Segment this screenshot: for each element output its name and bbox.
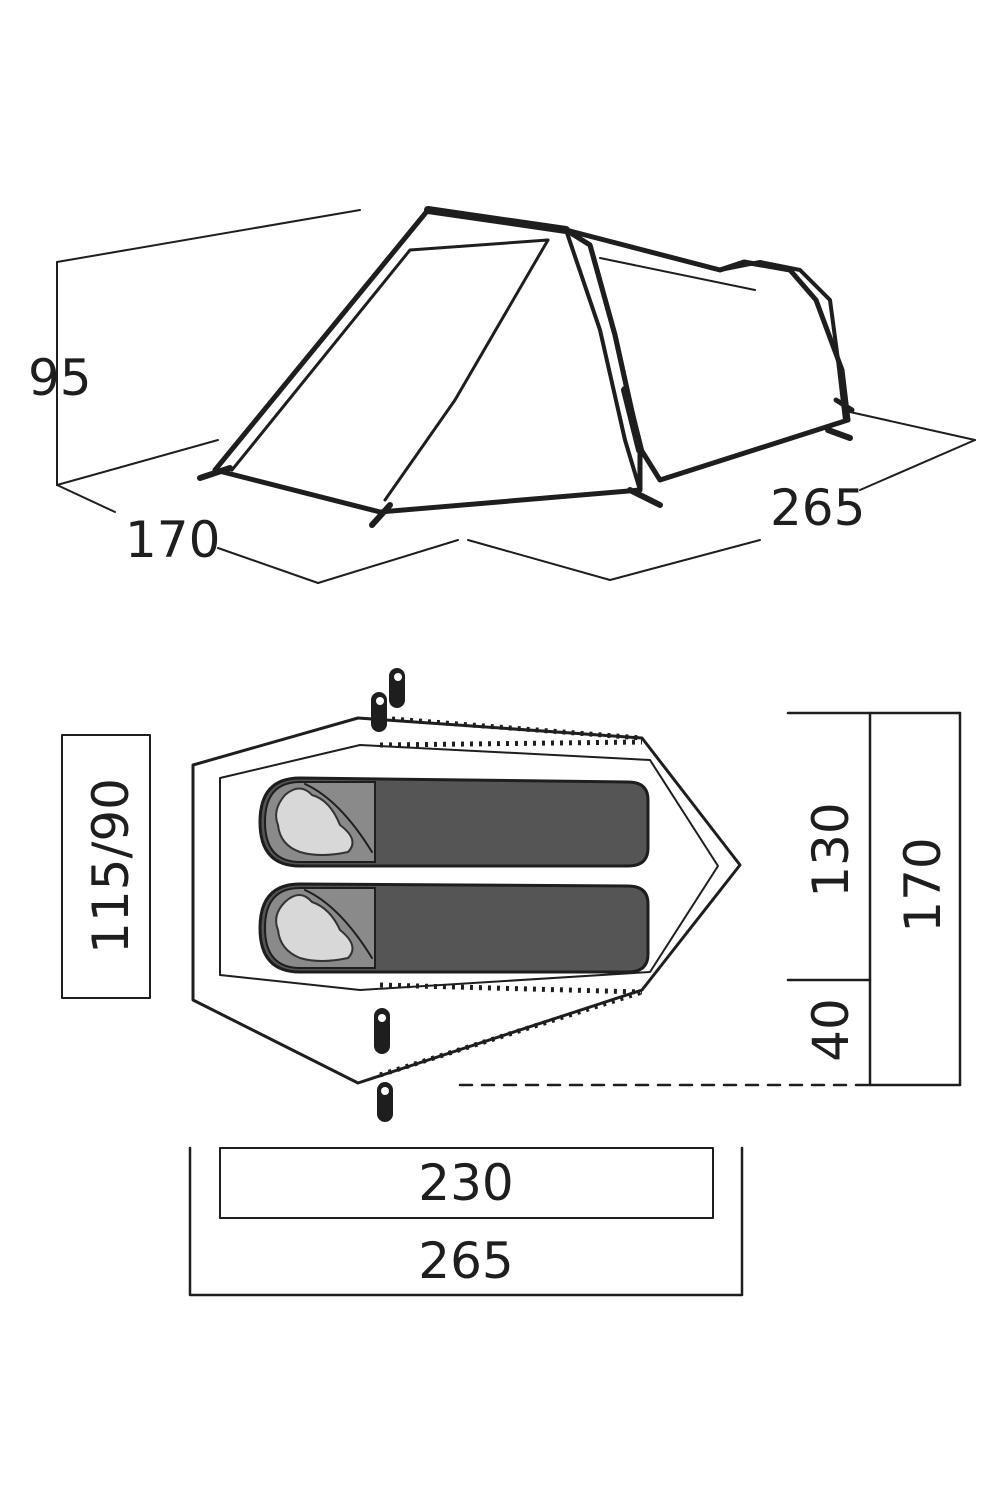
- tent-peg-mid: [627, 487, 663, 508]
- tent-front-panel-edge: [230, 238, 550, 472]
- elevation-view: 95 170 265: [28, 206, 976, 584]
- tent-door-seam: [383, 238, 550, 502]
- zipper-top-outer: [391, 716, 643, 741]
- zipper-lines: [379, 716, 643, 1078]
- tent-front-pole: [564, 228, 642, 492]
- length-guide-top: [849, 411, 976, 441]
- zipper-bottom-outer: [379, 989, 643, 1078]
- peg-bottom-outer: [377, 1082, 393, 1122]
- zipper-bottom-inner: [379, 982, 643, 995]
- tent-rear-tunnel: [563, 227, 851, 483]
- sleeping-bag-bottom-face: [275, 894, 354, 962]
- tent-rear-pole: [718, 260, 847, 422]
- total-length-label: 265: [418, 1232, 513, 1290]
- sleeping-bag-bottom-flap: [304, 889, 373, 959]
- peg-top-inner-hole: [376, 697, 384, 705]
- tent-peg-rear: [825, 427, 853, 441]
- zipper-top-inner: [379, 739, 643, 748]
- height-base-guide: [56, 439, 219, 486]
- tent-pole-sleeve: [621, 386, 644, 454]
- tent-guy-rear: [833, 397, 855, 413]
- flysheet-outline: [191, 716, 742, 1085]
- total-width-label: 170: [894, 837, 952, 932]
- peg-top-outer-hole: [394, 673, 402, 681]
- length-guide-right: [859, 439, 976, 491]
- length-guide-left: [467, 539, 611, 581]
- elevation-height-label: 95: [28, 349, 92, 407]
- elevation-depth-label: 170: [125, 511, 220, 569]
- floor-plan-view: 115/90: [61, 668, 962, 1297]
- tent-peg-front-left: [197, 465, 233, 481]
- tent-illustration: [197, 206, 855, 528]
- sleeping-bag-top-flap: [304, 783, 373, 853]
- peg-bottom-outer-hole: [381, 1087, 389, 1095]
- peg-bottom-inner-hole: [378, 1014, 386, 1022]
- sleeping-bag-bottom: [258, 882, 650, 974]
- inner-section-label: 130: [802, 802, 860, 897]
- tent-peg-front-right: [369, 502, 393, 528]
- inner-width-block: [61, 734, 151, 999]
- inner-width-label: 115/90: [82, 778, 140, 954]
- inner-length-block: [219, 1147, 714, 1219]
- tent-pegs: [371, 668, 405, 1122]
- peg-bottom-inner: [374, 1008, 390, 1054]
- width-dimension-lines: [458, 711, 962, 1087]
- total-length-bracket: [188, 1146, 744, 1297]
- sleeping-bag-top: [258, 776, 650, 868]
- depth-guide-lower: [217, 547, 319, 584]
- vestibule-section-label: 40: [802, 998, 860, 1062]
- tent-front-pole-top: [424, 206, 570, 234]
- height-top-guide: [56, 209, 361, 263]
- inner-length-label: 230: [418, 1154, 513, 1212]
- tent-roof-line: [599, 257, 756, 291]
- sleeping-bag-top-face: [275, 787, 354, 856]
- depth-guide-right: [317, 539, 459, 584]
- elevation-dimension-lines: [56, 209, 976, 584]
- inner-tent-floor: [219, 744, 719, 991]
- elevation-length-label: 265: [770, 479, 865, 537]
- depth-guide-left: [56, 484, 116, 513]
- length-guide-lower: [609, 539, 761, 581]
